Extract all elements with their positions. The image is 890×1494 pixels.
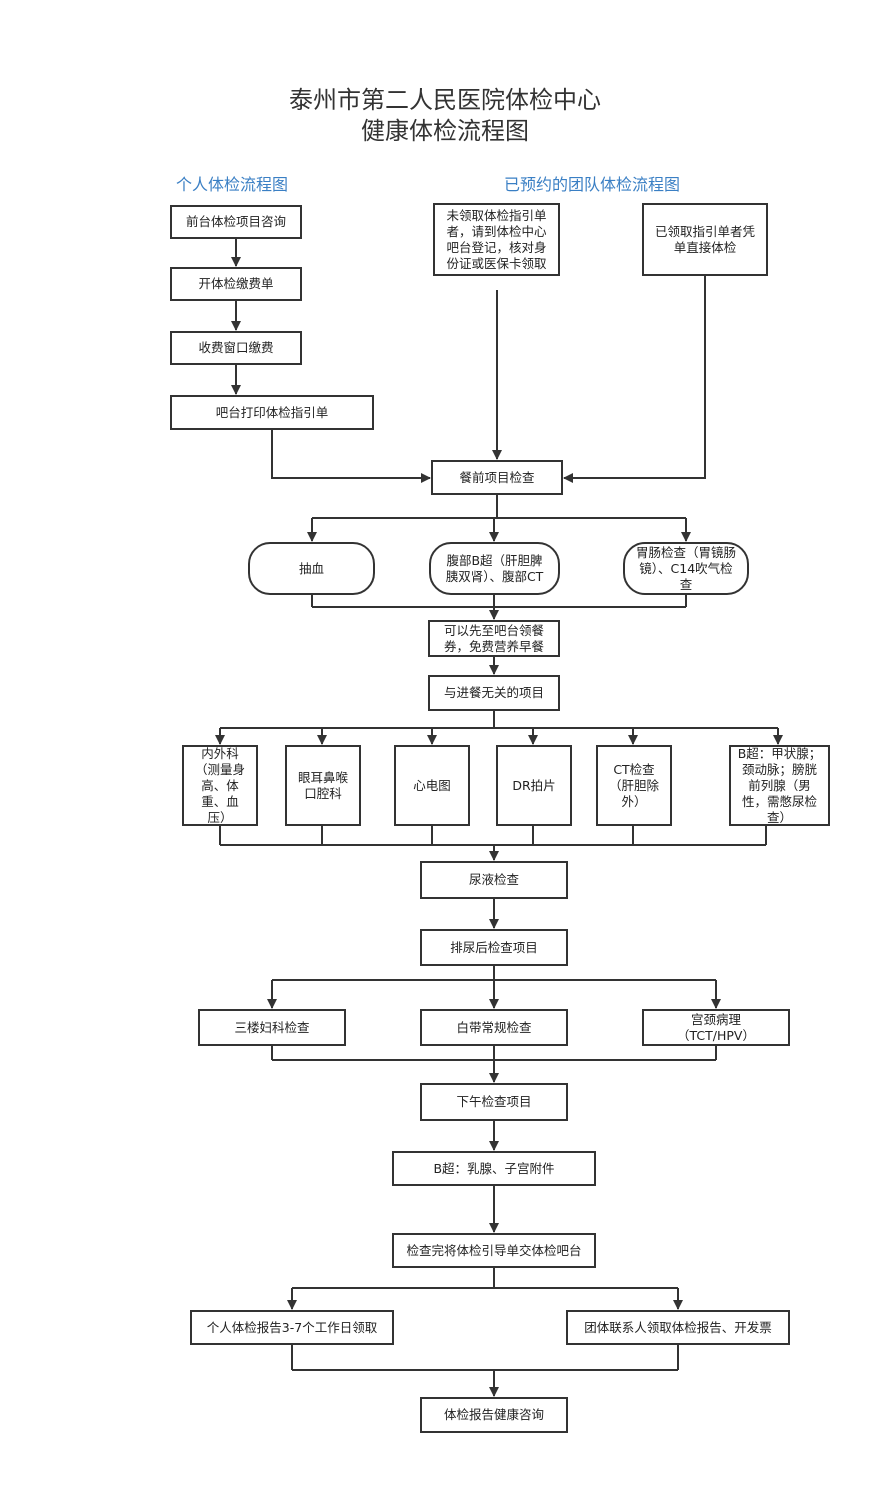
node-leucorrhea: 白带常规检查	[420, 1009, 568, 1046]
node-ent: 眼耳鼻喉口腔科	[285, 745, 361, 826]
node-pay: 收费窗口缴费	[170, 331, 302, 365]
section-title-group: 已预约的团队体检流程图	[504, 175, 681, 194]
node-gyn: 三楼妇科检查	[198, 1009, 346, 1046]
node-group-has-guide: 已领取指引单者凭单直接体检	[642, 203, 768, 276]
title-line-2: 健康体检流程图	[361, 117, 529, 145]
node-open-bill: 开体检缴费单	[170, 267, 302, 301]
node-ct: CT检查（肝胆除外）	[596, 745, 672, 826]
node-consult: 体检报告健康咨询	[420, 1397, 568, 1433]
section-title-personal: 个人体检流程图	[176, 175, 289, 194]
node-print-guide: 吧台打印体检指引单	[170, 395, 374, 430]
node-group-no-guide: 未领取体检指引单者，请到体检中心吧台登记，核对身份证或医保卡领取	[433, 203, 560, 276]
node-gastro: 胃肠检查（胃镜肠镜）、C14吹气检查	[623, 542, 749, 595]
node-internal: 内外科（测量身高、体重、血压）	[182, 745, 258, 826]
node-ecg: 心电图	[394, 745, 470, 826]
node-breakfast: 可以先至吧台领餐券，免费营养早餐	[428, 620, 560, 657]
node-pre-meal: 餐前项目检查	[431, 460, 563, 495]
node-b-breast: B超：乳腺、子宫附件	[392, 1151, 596, 1186]
node-submit: 检查完将体检引导单交体检吧台	[392, 1233, 596, 1268]
node-b-thyroid: B超：甲状腺；颈动脉；膀胱前列腺（男性，需憋尿检查）	[729, 745, 830, 826]
node-blood: 抽血	[248, 542, 375, 595]
node-abdomen-b: 腹部B超（肝胆脾胰双肾）、腹部CT	[429, 542, 560, 595]
node-urine: 尿液检查	[420, 861, 568, 899]
node-afternoon: 下午检查项目	[420, 1083, 568, 1121]
node-cervical: 宫颈病理（TCT/HPV）	[642, 1009, 790, 1046]
title-line-1: 泰州市第二人民医院体检中心	[289, 86, 601, 114]
node-after-urine: 排尿后检查项目	[420, 929, 568, 966]
node-report-personal: 个人体检报告3-7个工作日领取	[190, 1310, 394, 1345]
node-front-desk: 前台体检项目咨询	[170, 205, 302, 239]
node-dr: DR拍片	[496, 745, 572, 826]
node-meal-independent: 与进餐无关的项目	[428, 675, 560, 711]
node-report-group: 团体联系人领取体检报告、开发票	[566, 1310, 790, 1345]
